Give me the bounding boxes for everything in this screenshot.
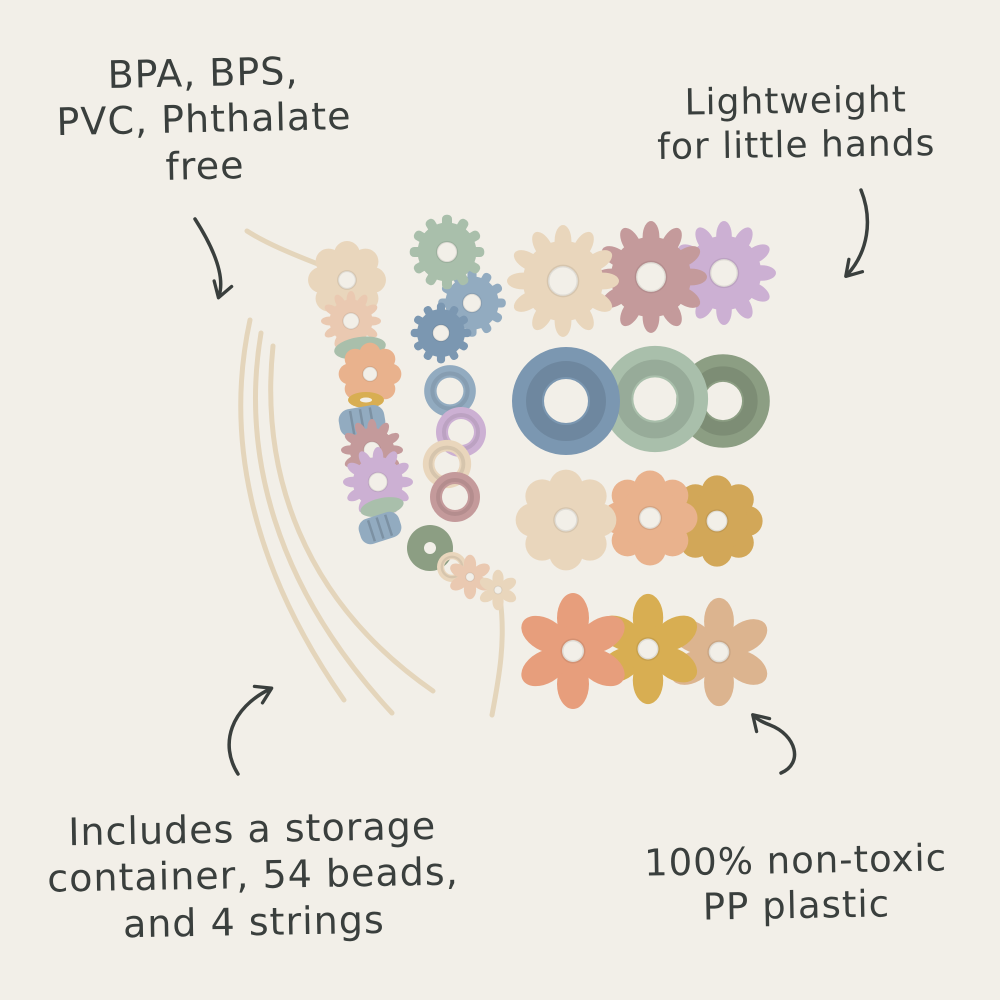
annotation-line: PVC, Phthalate <box>56 94 352 145</box>
chain-disc-bead-sage <box>360 497 404 517</box>
annotation-line: and 4 strings <box>122 897 386 946</box>
annotation-line: 100% non-toxic <box>643 836 948 885</box>
arrow-top-right <box>844 188 870 279</box>
chain-ribbed-bead-slate <box>358 511 402 545</box>
annotation-line: BPA, BPS, <box>107 49 299 98</box>
sunburst-bead-cream <box>507 225 619 337</box>
annotation-line: free <box>165 142 245 189</box>
chain-disc-bead-olive <box>407 525 453 571</box>
string <box>253 330 395 716</box>
arrow-bottom-left <box>227 684 274 776</box>
annotation-line: container, 54 beads, <box>46 849 460 901</box>
daisy-bead-coral <box>513 591 633 711</box>
flower-bead-row <box>514 468 764 572</box>
daisy-bead-row <box>513 591 775 711</box>
arrow-bottom-right <box>751 713 797 775</box>
ring-bead-mauve <box>428 470 482 524</box>
annotation-line: Includes a storage <box>67 803 437 855</box>
annotation-top-right: Lightweight for little hands <box>619 78 972 171</box>
string <box>268 343 436 694</box>
arrow-top-left <box>193 217 234 300</box>
small-ring-beads <box>420 365 488 524</box>
annotation-bottom-right: 100% non-toxic PP plastic <box>611 835 981 932</box>
donut-bead-row <box>512 346 770 455</box>
bead-chain <box>307 240 519 611</box>
annotation-bottom-left: Includes a storage container, 54 beads, … <box>21 802 485 949</box>
annotation-arrows <box>193 188 870 776</box>
annotation-top-left: BPA, BPS, PVC, Phthalate free <box>27 46 382 192</box>
annotation-line: PP plastic <box>702 882 891 929</box>
annotation-line: Lightweight <box>684 79 908 124</box>
donut-bead-blue <box>512 347 620 455</box>
chain-ring-bead-gold <box>348 392 384 408</box>
string <box>489 595 505 718</box>
sunburst-bead-row <box>507 221 776 337</box>
string <box>238 317 347 703</box>
flower-bead-peach <box>601 469 699 567</box>
annotation-line: for little hands <box>656 122 936 168</box>
threading-strings <box>238 228 505 718</box>
flower-bead-cream <box>514 468 618 572</box>
gear-beads <box>408 213 507 365</box>
